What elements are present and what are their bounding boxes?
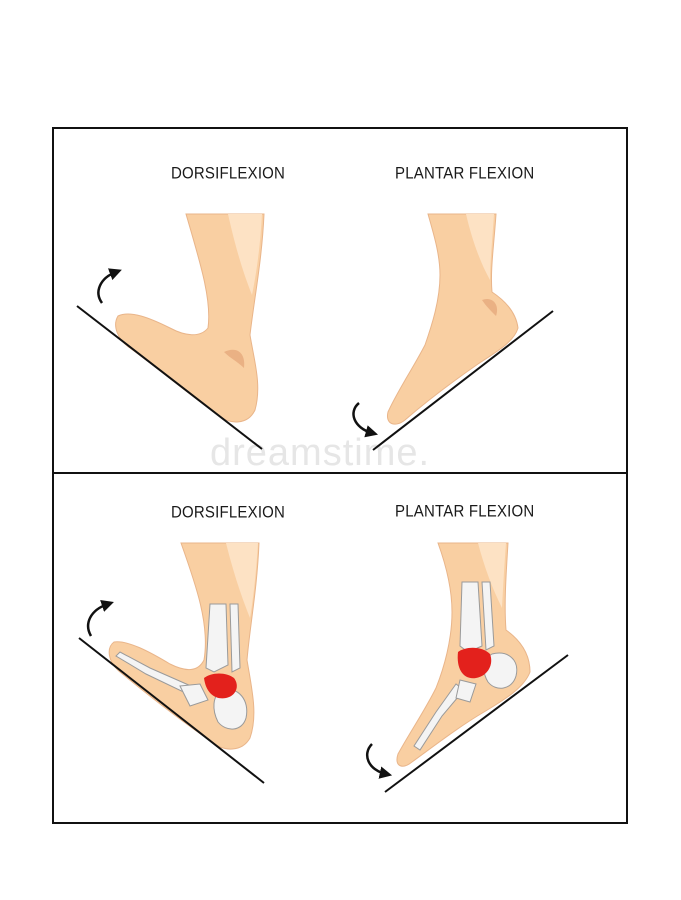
curved-arrow-up-icon — [97, 268, 122, 304]
tarsal-bones — [179, 683, 209, 707]
label-dorsiflexion-top: DORSIFLEXION — [171, 164, 286, 183]
label-plantar-flexion-bottom: PLANTAR FLEXION — [395, 502, 535, 521]
talus-bone — [457, 647, 492, 679]
ankle-shadow — [482, 298, 498, 316]
row-divider — [52, 472, 628, 474]
foot-plantar-flexion-skeleton — [366, 542, 569, 793]
curved-arrow-down-icon — [366, 743, 393, 779]
tarsal-bones — [455, 679, 477, 703]
fibula-bone — [481, 581, 495, 651]
talus-bone — [204, 673, 237, 699]
leg-highlight — [466, 214, 494, 280]
diagram-frame — [52, 127, 628, 824]
incline-line — [384, 654, 569, 793]
fibula-bone — [229, 603, 241, 673]
foot-dorsiflexion-skeleton — [78, 542, 265, 784]
curved-arrow-up-icon — [86, 600, 114, 637]
label-dorsiflexion-bottom: DORSIFLEXION — [171, 503, 286, 522]
ankle-shadow — [224, 349, 245, 368]
incline-line — [78, 637, 265, 784]
curved-arrow-down-icon — [352, 402, 379, 438]
label-plantar-flexion-top: PLANTAR FLEXION — [395, 164, 535, 183]
foot-plantar-flexion-skin — [352, 213, 554, 451]
leg-highlight — [478, 543, 506, 608]
calcaneus-bone — [213, 688, 248, 730]
tibia-bone — [459, 581, 483, 653]
tibia-bone — [205, 603, 229, 673]
foot-dorsiflexion-skin — [76, 213, 265, 450]
leg-highlight — [226, 543, 258, 618]
leg-highlight — [228, 214, 262, 295]
incline-line — [76, 305, 263, 450]
incline-line — [372, 310, 554, 451]
leg-and-foot — [386, 213, 519, 425]
watermark-text: dreamstime. — [210, 432, 431, 474]
